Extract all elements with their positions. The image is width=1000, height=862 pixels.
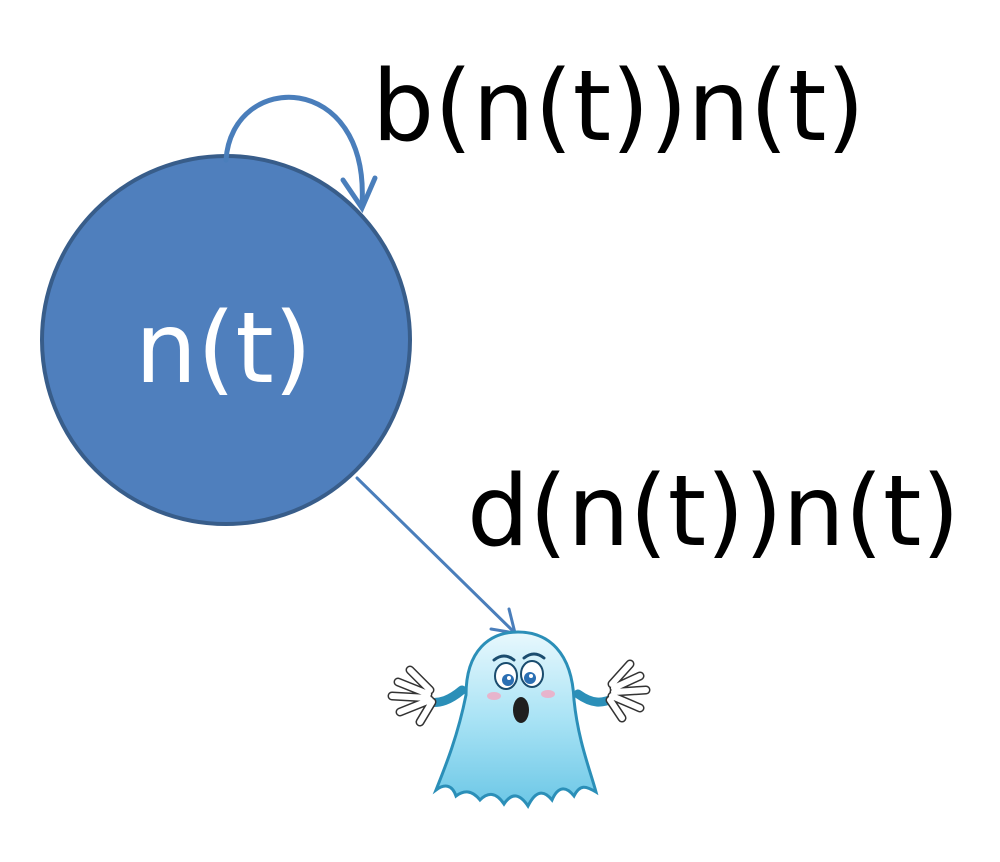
birth-rate-label: b(n(t))n(t) <box>372 50 865 164</box>
node-label: n(t) <box>135 292 313 406</box>
ghost-icon <box>387 630 651 809</box>
birth-loop-arrow <box>223 94 378 214</box>
death-rate-label: d(n(t))n(t) <box>467 455 960 569</box>
